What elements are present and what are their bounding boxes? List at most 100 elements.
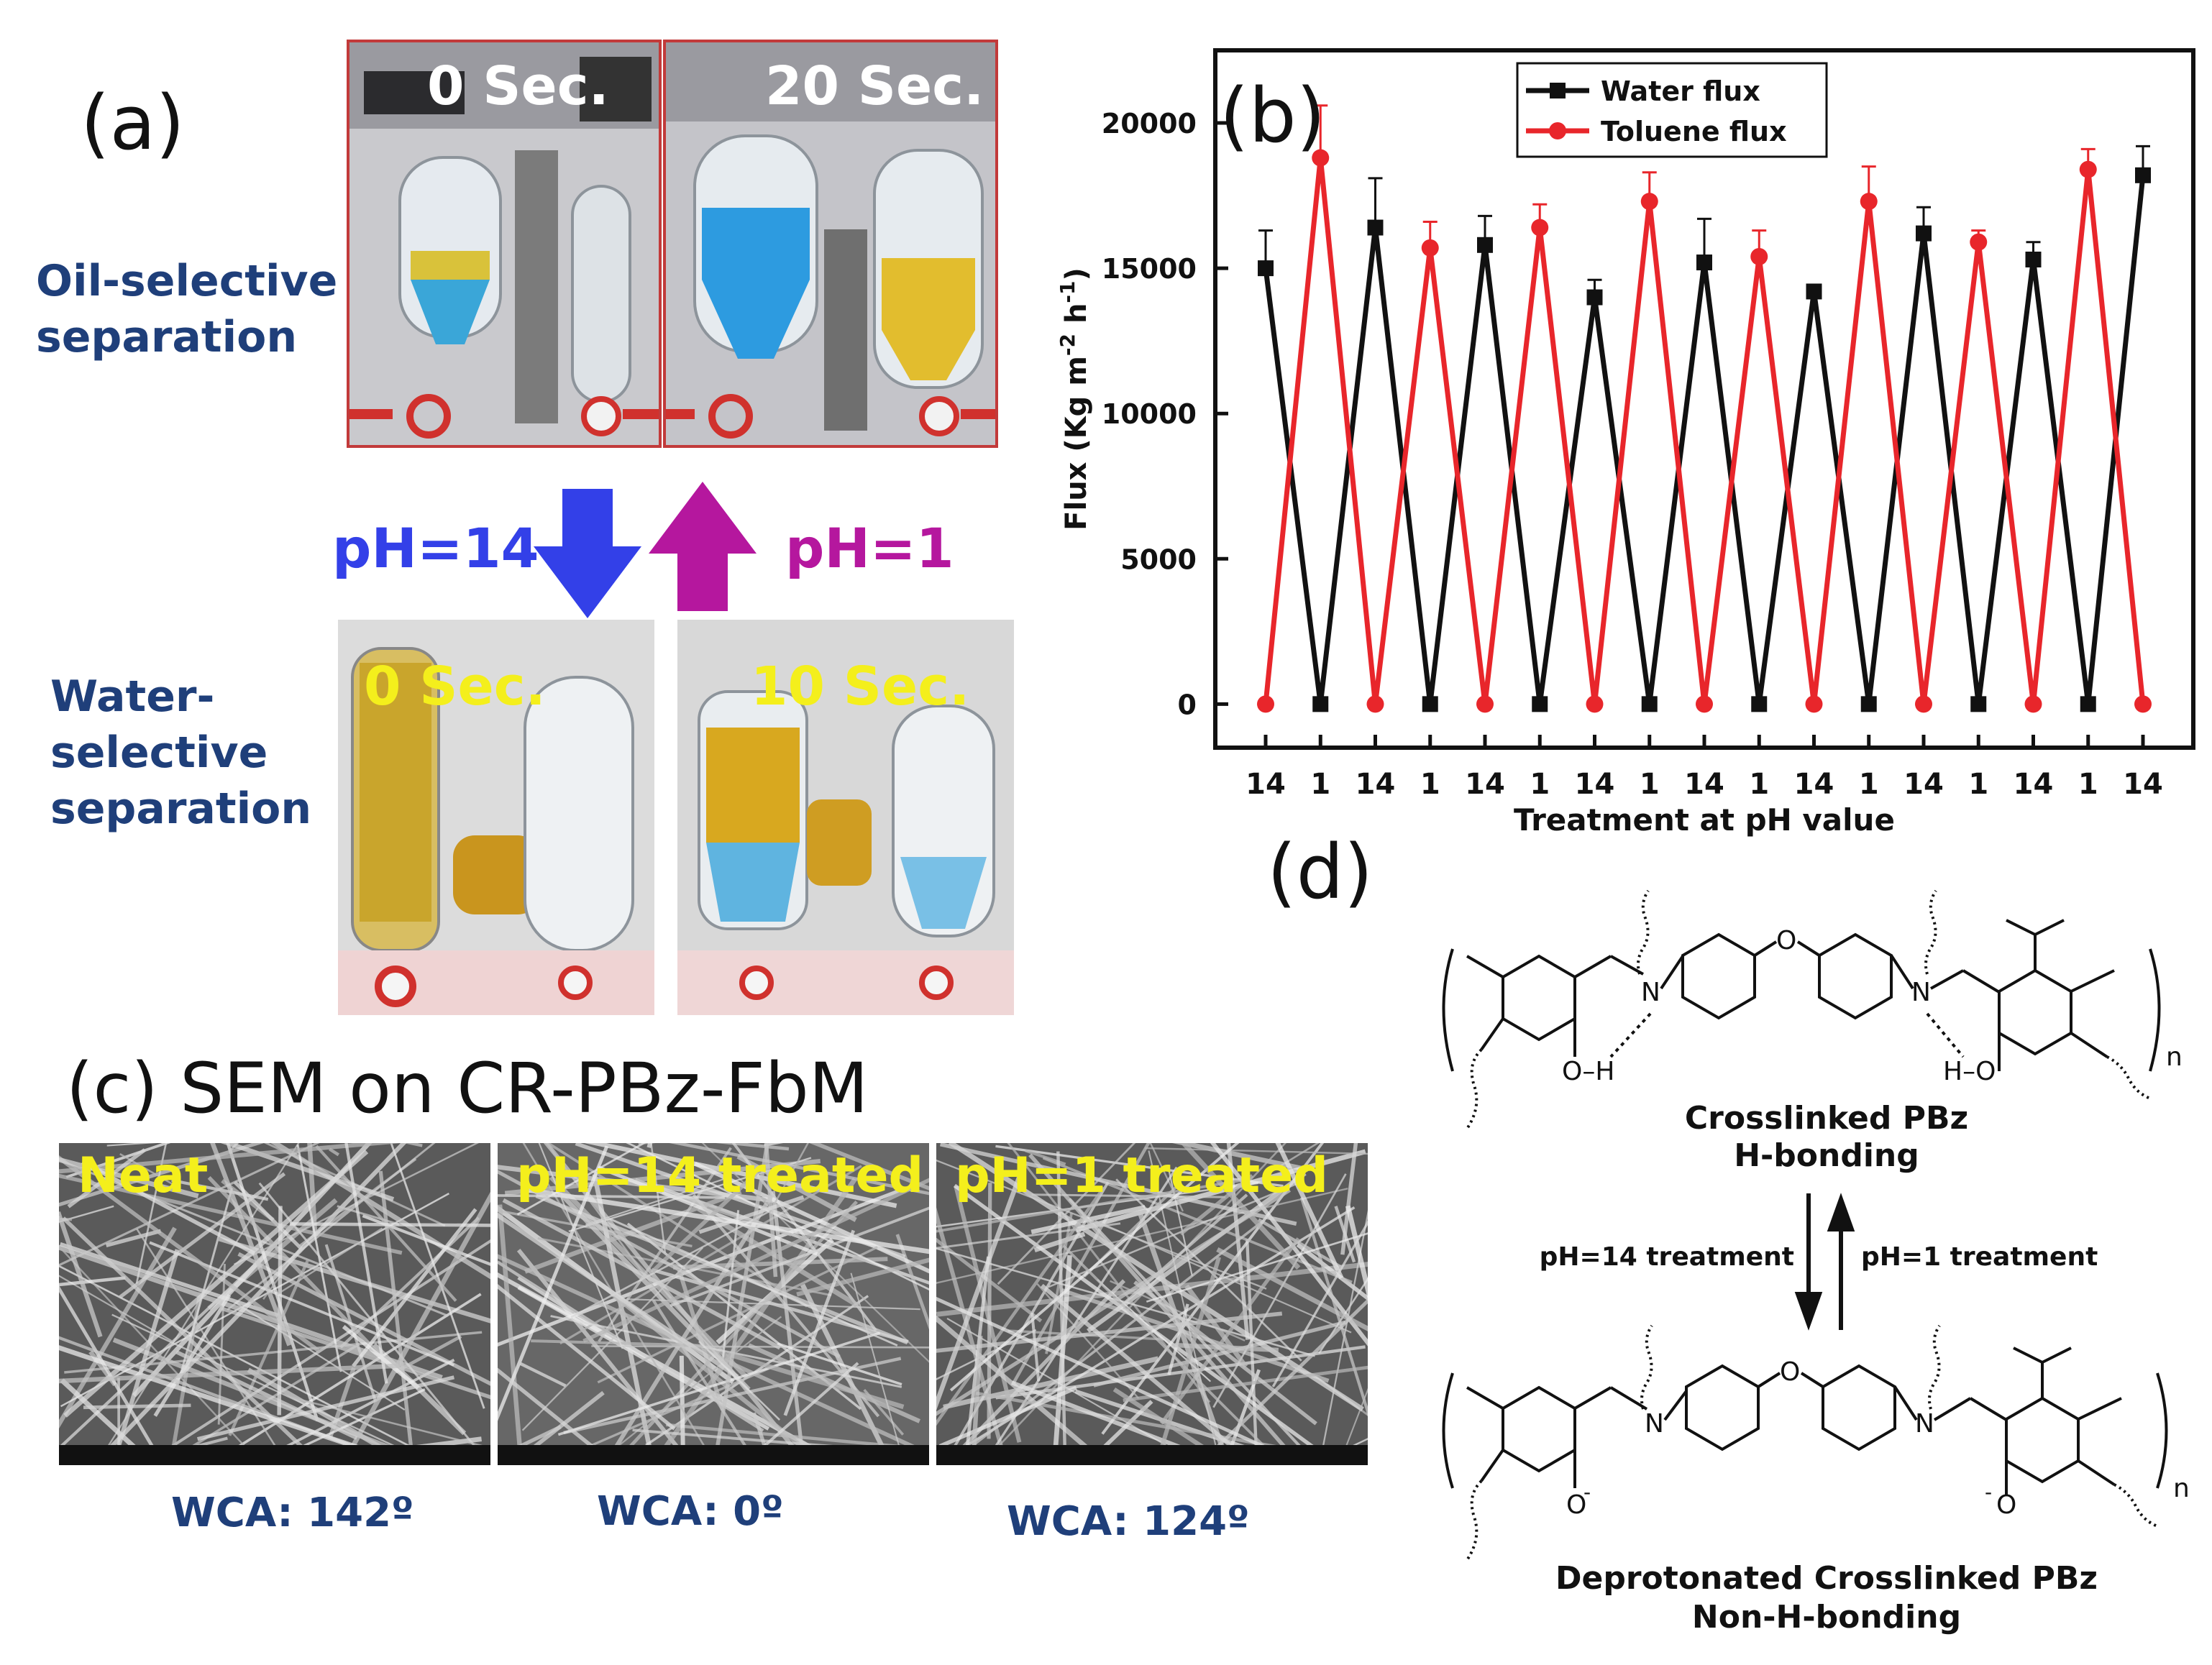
charge-minus: - xyxy=(1985,1480,1992,1504)
fiber xyxy=(1030,1312,1041,1382)
fiber xyxy=(946,1318,1166,1446)
fiber xyxy=(721,1210,740,1361)
sem-info-bar xyxy=(498,1445,929,1465)
fiber xyxy=(777,1342,902,1386)
data-point xyxy=(2080,696,2096,712)
atom-n: N xyxy=(1641,978,1660,1007)
top-structure-name: Crosslinked PBz xyxy=(1685,1100,1968,1137)
fiber xyxy=(584,1143,897,1208)
fiber xyxy=(698,1195,805,1234)
fiber xyxy=(1133,1280,1317,1426)
data-point xyxy=(1641,696,1658,712)
data-point xyxy=(1312,696,1329,712)
fiber xyxy=(936,1178,1250,1233)
fiber xyxy=(563,1357,902,1435)
fiber xyxy=(1310,1438,1368,1465)
fiber xyxy=(936,1206,1356,1465)
fiber xyxy=(936,1296,1310,1465)
fiber xyxy=(329,1147,340,1157)
charge-minus: - xyxy=(1583,1480,1591,1504)
legend-marker xyxy=(1549,122,1566,139)
data-point xyxy=(1750,247,1768,265)
fiber xyxy=(498,1145,609,1421)
panel-c-title: (c) SEM on CR-PBz-FbM xyxy=(66,1048,869,1129)
fiber xyxy=(651,1267,909,1344)
fiber xyxy=(545,1143,664,1301)
fiber-texture xyxy=(59,1143,490,1465)
separation-apparatus-illustration xyxy=(338,620,654,1015)
atom-oh: O–H xyxy=(1562,1057,1614,1086)
fiber xyxy=(936,1311,1283,1353)
fiber xyxy=(692,1193,880,1418)
bottom-structure-name: Deprotonated Crosslinked PBz xyxy=(1555,1560,2098,1597)
fiber xyxy=(276,1227,383,1295)
water-label-line3: separation xyxy=(50,784,312,834)
photo-oil-0s: 0 Sec. xyxy=(347,40,662,448)
fiber xyxy=(740,1362,859,1465)
fiber xyxy=(277,1206,283,1416)
fiber xyxy=(531,1339,704,1347)
fiber xyxy=(196,1375,455,1441)
data-point xyxy=(1257,695,1274,713)
fiber xyxy=(67,1148,146,1208)
fiber xyxy=(59,1255,265,1450)
fiber xyxy=(521,1247,704,1431)
x-tick-label: 1 xyxy=(1640,768,1660,801)
bottom-structure-sub: Non-H-bonding xyxy=(1692,1599,1961,1636)
fiber xyxy=(59,1158,449,1317)
fiber xyxy=(609,1218,898,1347)
data-point xyxy=(1366,695,1384,713)
fiber xyxy=(1296,1242,1368,1301)
atom-o: O xyxy=(1776,926,1796,955)
fiber xyxy=(1338,1388,1368,1465)
data-point xyxy=(1970,696,1987,712)
data-point xyxy=(1421,239,1439,257)
fiber xyxy=(263,1143,446,1227)
fiber xyxy=(940,1143,1297,1226)
fiber xyxy=(1082,1400,1153,1465)
water-label-line2: selective xyxy=(50,728,268,778)
data-point xyxy=(2079,160,2097,178)
x-tick-label: 14 xyxy=(1684,768,1724,801)
fiber xyxy=(337,1205,400,1226)
data-point xyxy=(1476,695,1494,713)
x-tick-label: 14 xyxy=(2014,768,2054,801)
separation-apparatus-illustration xyxy=(666,42,995,445)
fiber xyxy=(1075,1149,1366,1232)
fiber xyxy=(626,1298,920,1311)
data-point xyxy=(1531,219,1549,237)
fiber xyxy=(951,1181,1110,1450)
fiber xyxy=(768,1143,810,1214)
x-tick-label: 1 xyxy=(2078,768,2098,801)
fiber-texture xyxy=(936,1143,1368,1465)
x-tick-label: 14 xyxy=(1903,768,1944,801)
sem-image-ph14: pH=14 treated xyxy=(498,1143,929,1465)
data-point xyxy=(2025,252,2042,267)
ph-14-label: pH=14 xyxy=(332,516,539,580)
fiber xyxy=(646,1143,653,1149)
sem-info-bar xyxy=(59,1445,490,1465)
fiber xyxy=(1172,1143,1309,1173)
fiber xyxy=(936,1222,1121,1249)
fiber xyxy=(63,1150,369,1418)
fiber xyxy=(591,1345,929,1349)
x-axis-label: Treatment at pH value xyxy=(1514,802,1895,838)
fiber xyxy=(559,1165,862,1345)
fiber xyxy=(498,1194,725,1199)
data-point xyxy=(1367,219,1384,236)
fiber xyxy=(542,1360,785,1465)
fiber xyxy=(1210,1143,1368,1347)
atom-o-minus: O xyxy=(1996,1490,2016,1520)
oil-selective-label: Oil-selective separation xyxy=(36,253,337,365)
fiber xyxy=(796,1257,929,1297)
y-tick-label: 10000 xyxy=(1102,398,1197,430)
data-point xyxy=(1312,149,1330,167)
fiber xyxy=(59,1363,399,1384)
oil-label-line1: Oil-selective xyxy=(36,256,338,306)
fiber xyxy=(936,1159,1267,1290)
fiber xyxy=(1028,1153,1303,1465)
fiber xyxy=(943,1356,1159,1410)
equilibrium-arrows xyxy=(1794,1193,1855,1331)
ph-1-label: pH=1 xyxy=(785,516,954,580)
fiber xyxy=(498,1212,739,1379)
